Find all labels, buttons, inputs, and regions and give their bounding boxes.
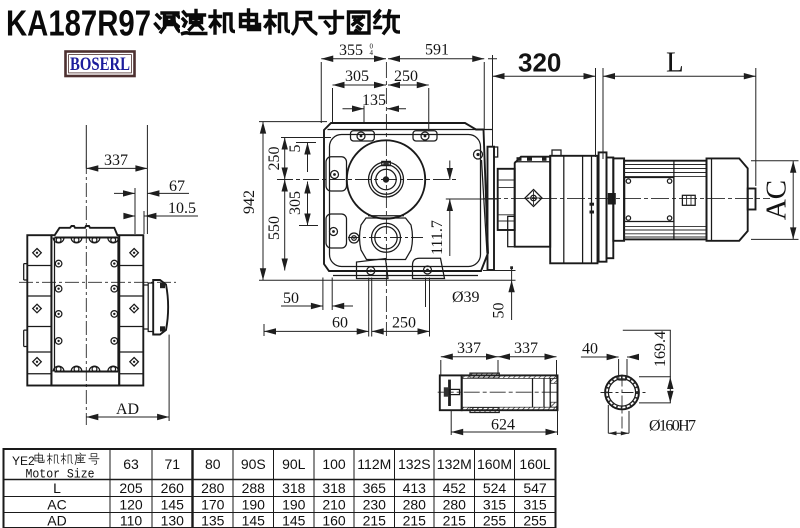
svg-text:AD: AD xyxy=(116,401,139,418)
svg-text:250: 250 xyxy=(392,315,416,332)
svg-text:AC: AC xyxy=(47,497,66,513)
svg-text:250: 250 xyxy=(394,68,418,85)
svg-text:315: 315 xyxy=(483,497,507,513)
svg-text:60: 60 xyxy=(332,315,348,332)
svg-text:170: 170 xyxy=(201,497,225,513)
svg-text:305: 305 xyxy=(287,191,304,215)
svg-text:5: 5 xyxy=(287,145,304,153)
svg-text:205: 205 xyxy=(119,480,143,496)
svg-text:110: 110 xyxy=(120,513,143,528)
svg-text:230: 230 xyxy=(363,497,387,513)
svg-text:210: 210 xyxy=(322,497,346,513)
svg-text:145: 145 xyxy=(282,513,306,528)
svg-text:71: 71 xyxy=(165,456,181,472)
svg-text:160: 160 xyxy=(322,513,346,528)
svg-text:524: 524 xyxy=(483,480,507,496)
svg-text:132M: 132M xyxy=(437,456,472,472)
svg-text:337: 337 xyxy=(104,152,128,169)
svg-text:L: L xyxy=(666,47,684,79)
svg-text:Ø39: Ø39 xyxy=(452,289,480,306)
svg-text:337: 337 xyxy=(457,340,481,357)
svg-text:250: 250 xyxy=(266,147,283,171)
svg-text:AD: AD xyxy=(47,513,66,528)
svg-text:591: 591 xyxy=(425,42,449,59)
svg-text:255: 255 xyxy=(483,513,507,528)
svg-text:315: 315 xyxy=(523,497,547,513)
svg-text:67: 67 xyxy=(169,178,185,195)
svg-text:280: 280 xyxy=(443,497,467,513)
svg-text:0: 0 xyxy=(370,43,374,51)
svg-text:80: 80 xyxy=(205,456,221,472)
svg-text:4: 4 xyxy=(370,49,374,57)
svg-text:90L: 90L xyxy=(282,456,306,472)
svg-text:355: 355 xyxy=(339,42,363,59)
svg-text:320: 320 xyxy=(518,48,561,78)
svg-text:10.5: 10.5 xyxy=(168,200,196,217)
svg-text:145: 145 xyxy=(161,497,185,513)
svg-text:318: 318 xyxy=(322,480,346,496)
svg-text:260: 260 xyxy=(161,480,185,496)
svg-text:215: 215 xyxy=(443,513,467,528)
svg-text:160M: 160M xyxy=(477,456,512,472)
svg-text:413: 413 xyxy=(403,480,427,496)
svg-text:305: 305 xyxy=(345,68,369,85)
svg-text:550: 550 xyxy=(266,216,283,240)
svg-text:942: 942 xyxy=(241,190,258,214)
svg-text:255: 255 xyxy=(523,513,547,528)
svg-text:KA187R97: KA187R97 xyxy=(6,3,151,44)
svg-text:318: 318 xyxy=(282,480,306,496)
svg-text:547: 547 xyxy=(523,480,547,496)
svg-text:YE2: YE2 xyxy=(12,454,35,468)
svg-text:40: 40 xyxy=(582,341,598,358)
svg-text:Ø160H7: Ø160H7 xyxy=(649,418,696,435)
svg-text:120: 120 xyxy=(119,497,143,513)
svg-text:190: 190 xyxy=(242,497,266,513)
svg-text:BOSERL: BOSERL xyxy=(70,54,130,75)
svg-text:135: 135 xyxy=(362,92,386,109)
svg-text:130: 130 xyxy=(161,513,185,528)
svg-text:63: 63 xyxy=(123,456,139,472)
svg-text:160L: 160L xyxy=(519,456,550,472)
svg-text:169.4: 169.4 xyxy=(652,331,669,367)
svg-text:135: 135 xyxy=(201,513,225,528)
svg-text:624: 624 xyxy=(491,417,515,434)
svg-text:112M: 112M xyxy=(357,456,391,472)
svg-text:280: 280 xyxy=(403,497,427,513)
svg-text:50: 50 xyxy=(283,290,299,307)
svg-text:288: 288 xyxy=(242,480,266,496)
svg-text:100: 100 xyxy=(322,456,346,472)
svg-text:111.7: 111.7 xyxy=(429,220,446,255)
svg-text:50: 50 xyxy=(491,303,508,319)
svg-text:215: 215 xyxy=(363,513,387,528)
svg-text:132S: 132S xyxy=(398,456,431,472)
svg-text:145: 145 xyxy=(242,513,266,528)
svg-text:90S: 90S xyxy=(241,456,266,472)
svg-text:190: 190 xyxy=(282,497,306,513)
svg-text:L: L xyxy=(53,480,61,496)
svg-text:280: 280 xyxy=(201,480,225,496)
svg-text:337: 337 xyxy=(514,340,538,357)
svg-text:AC: AC xyxy=(761,180,793,220)
svg-text:452: 452 xyxy=(443,480,467,496)
svg-text:Motor Size: Motor Size xyxy=(26,468,95,482)
svg-text:365: 365 xyxy=(363,480,387,496)
svg-text:215: 215 xyxy=(403,513,427,528)
